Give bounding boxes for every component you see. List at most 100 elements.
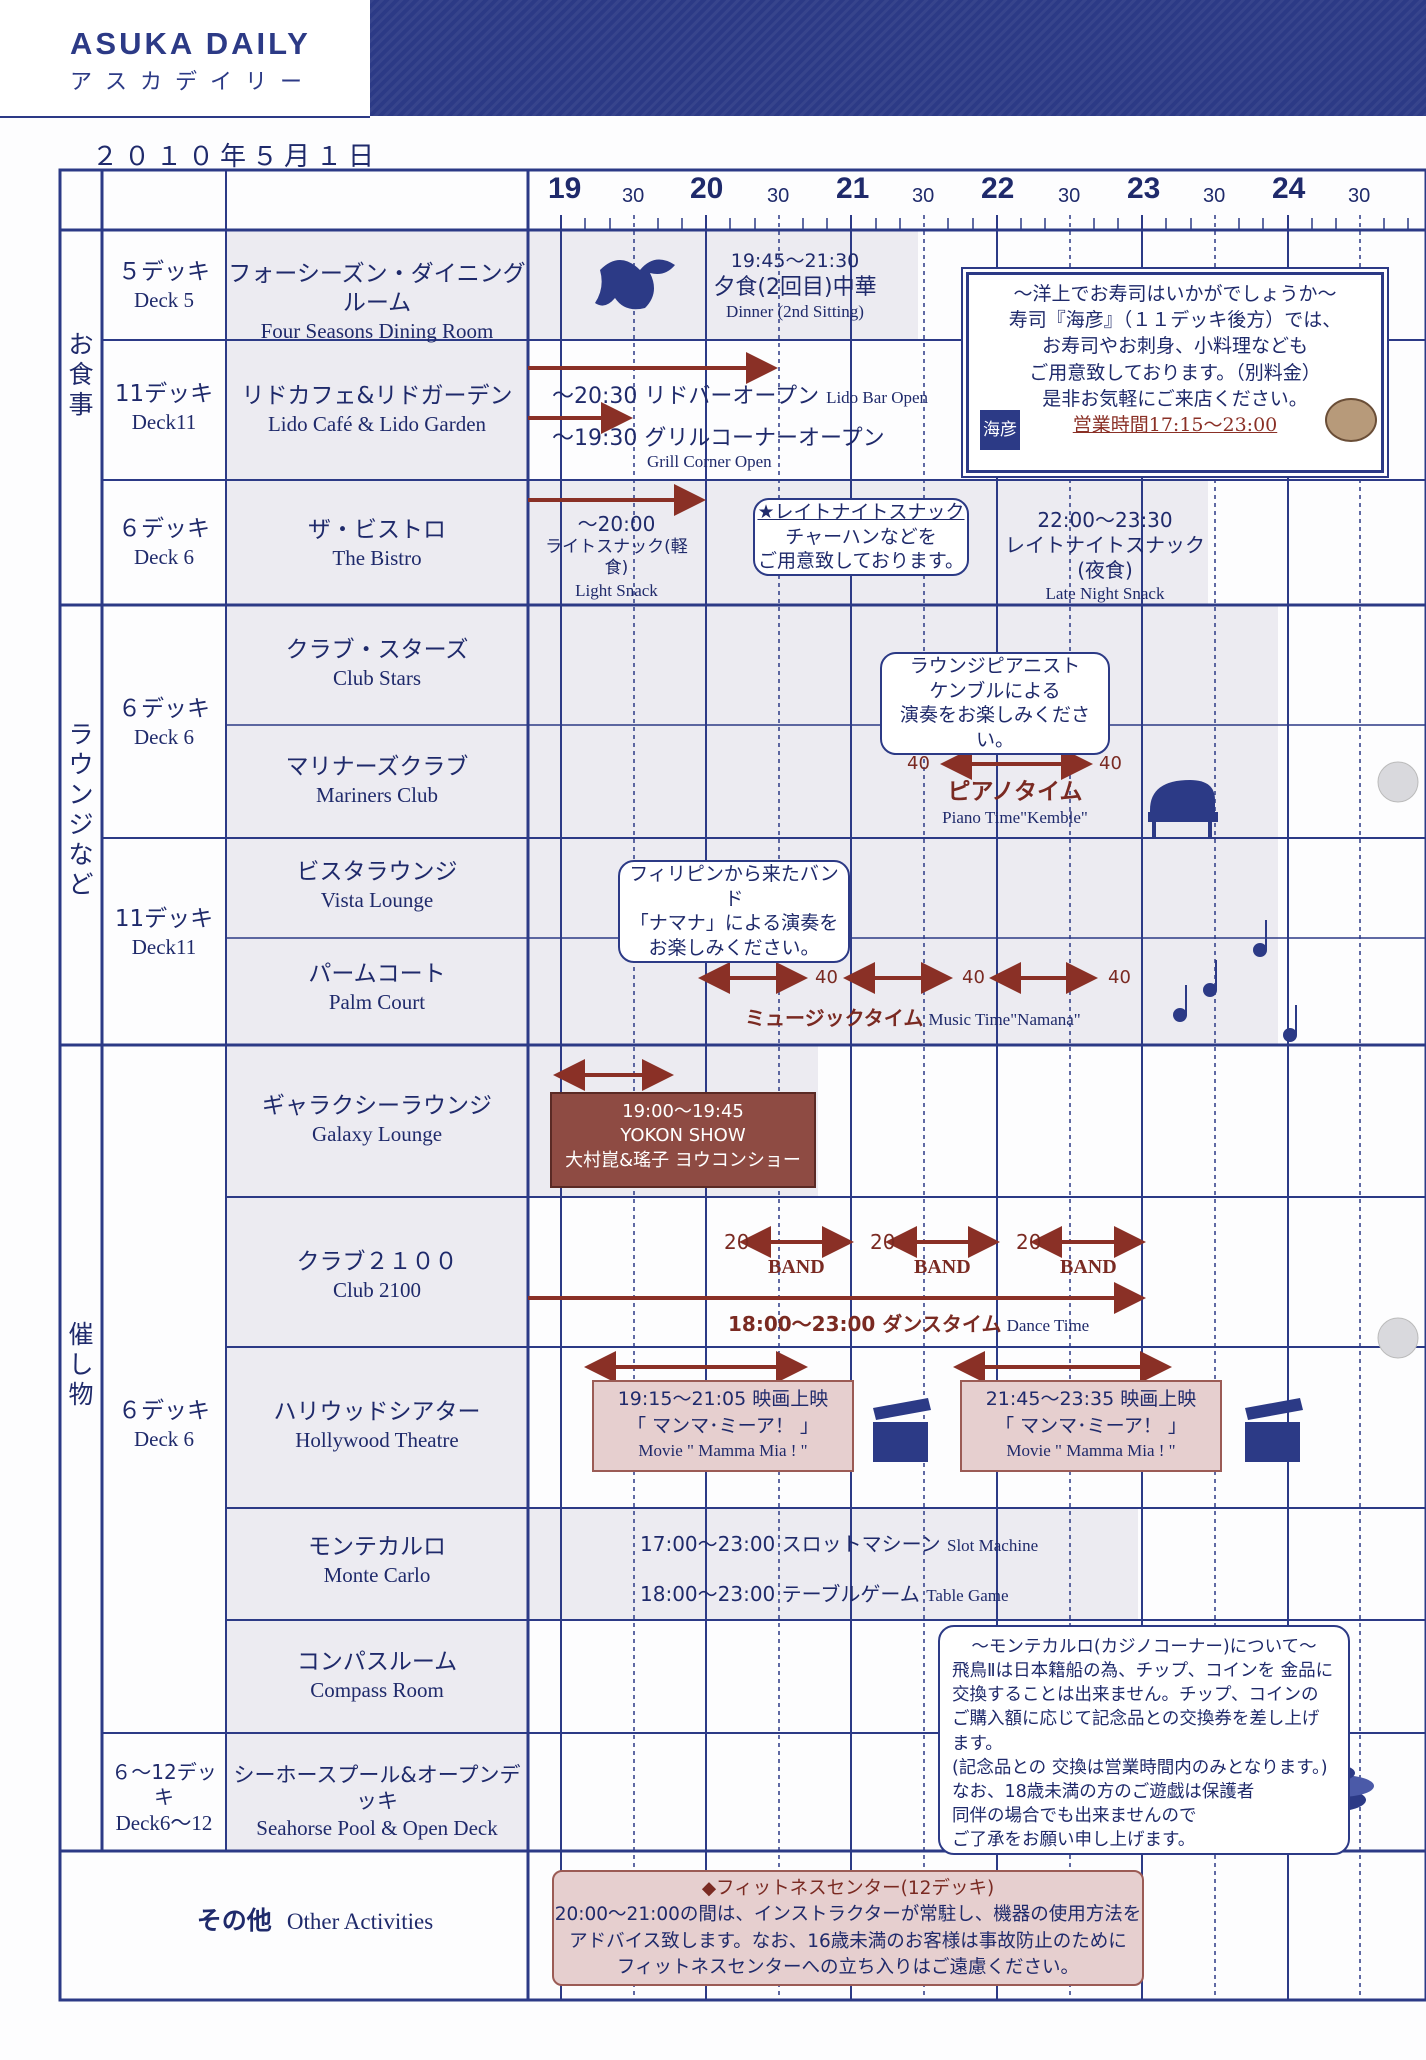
fitness-title: ◆フィットネスセンター(12デッキ) [701, 1878, 995, 1899]
venue-en: Other Activities [286, 1909, 434, 1934]
venue-jp: モンテカルロ [308, 1534, 446, 1560]
deck-en: Deck11 [131, 409, 197, 434]
venue-jp: コンパスルーム [296, 1649, 458, 1675]
deck-6-entertainment: ６デッキ Deck 6 [102, 1397, 226, 1452]
light-snack-event: ～20:00 ライトスナック(軽食) Light Snack [534, 512, 699, 601]
slot-machine-event: 17:00～23:00 スロットマシーン Slot Machine [640, 1528, 1038, 1557]
table-en: Table Game [926, 1586, 1009, 1605]
lido-bar-event: ～20:30 リドバーオープン Lido Bar Open [552, 378, 928, 410]
band-20-2: 20 [870, 1230, 896, 1254]
deck-jp: 11デッキ [114, 381, 214, 407]
casino-line: ご購入額に応じて記念品との交換券を差し上げます。 [952, 1709, 1320, 1754]
movie-time: 21:45～23:35 映画上映 [985, 1388, 1197, 1410]
deck-jp: 11デッキ [114, 906, 214, 932]
bubble-line: フィリピンから来たバンド [629, 863, 839, 910]
grill-jp: ～19:30 グリルコーナーオープン [552, 426, 885, 451]
late-time: 22:00～23:30 [1037, 508, 1173, 532]
music-40-2: 40 [962, 967, 985, 988]
venue-en: The Bistro [332, 545, 422, 570]
bubble-line: ★レイトナイトスナック [757, 501, 965, 523]
bubble-line: 「ナマナ」による演奏を [629, 912, 839, 935]
table-jp: 18:00～23:00 テーブルゲーム [640, 1582, 920, 1606]
casino-line: なお、18歳未満の方のご遊戯は保護者 [952, 1781, 1255, 1802]
venue-jp: ギャラクシーラウンジ [262, 1093, 492, 1119]
venue-en: Four Seasons Dining Room [260, 318, 494, 343]
venue-jp: ビスタラウンジ [296, 859, 458, 885]
sushi-hours: 営業時間17:15～23:00 [1072, 414, 1278, 437]
lido-bar-en: Lido Bar Open [826, 388, 929, 407]
half-2230: 30 [1058, 185, 1081, 207]
venue-jp: その他 [196, 1906, 272, 1935]
sushi-line: ～洋上でお寿司はいかがでしょうか～ [1013, 283, 1337, 305]
category-entertainment: 催し物 [68, 1320, 94, 1409]
venue-hollywood: ハリウッドシアター Hollywood Theatre [226, 1398, 528, 1453]
dance-jp: 18:00～23:00 ダンスタイム [728, 1312, 1002, 1336]
late-snack-event: 22:00～23:30 レイトナイトスナック(夜食) Late Night Sn… [995, 508, 1215, 604]
music-40-3: 40 [1108, 967, 1131, 988]
brand-kana: アスカデイリー [70, 70, 316, 95]
grill-event: ～19:30 グリルコーナーオープン Grill Corner Open [552, 420, 885, 472]
sushi-line: ご用意致しております。（別料金） [1029, 361, 1321, 384]
hour-24: 24 [1272, 172, 1306, 205]
bubble-line: ケンブルによる [929, 679, 1061, 702]
band-bubble: フィリピンから来たバンド 「ナマナ」による演奏を お楽しみください。 [618, 860, 850, 963]
band-label-3: BAND [1060, 1256, 1117, 1278]
hour-22: 22 [981, 172, 1015, 205]
slot-jp: 17:00～23:00 スロットマシーン [640, 1532, 941, 1556]
piano-jp: ピアノタイム [947, 779, 1083, 805]
venue-club-stars: クラブ・スターズ Club Stars [226, 636, 528, 691]
movie-title: 「 マンマ･ミーア！ 」 [995, 1414, 1187, 1437]
venue-monte-carlo: モンテカルロ Monte Carlo [226, 1533, 528, 1588]
piano-time-event: ピアノタイム Piano Time"Kemble" [920, 778, 1110, 828]
venue-en: Compass Room [310, 1677, 444, 1702]
deck-en: Deck 6 [133, 544, 195, 569]
dinner-event: 19:45～21:30 夕食(2回目)中華 Dinner (2nd Sittin… [700, 250, 890, 323]
venue-club2100: クラブ２１００ Club 2100 [226, 1248, 528, 1303]
clapperboard-icon-2 [1245, 1398, 1303, 1462]
page-date: ２０１０年５月１日 [92, 142, 381, 172]
bubble-line: ラウンジピアニスト [909, 655, 1081, 677]
sushi-line: 寿司『海彦』（１１デッキ後方）では、 [1008, 309, 1342, 332]
casino-title: ～モンテカルロ(カジノコーナー)について～ [971, 1637, 1317, 1657]
movie-title: 「 マンマ･ミーア！ 」 [627, 1414, 819, 1437]
half-2030: 30 [767, 185, 790, 207]
deck-11-lounges: 11デッキ Deck11 [102, 905, 226, 960]
venue-en: Vista Lounge [320, 887, 434, 912]
light-en: Light Snack [575, 580, 658, 600]
movie-time: 19:15～21:05 映画上映 [617, 1388, 829, 1410]
venue-en: Lido Café & Lido Garden [267, 411, 487, 436]
bubble-line: 演奏をお楽しみください。 [899, 704, 1090, 752]
venue-vista: ビスタラウンジ Vista Lounge [226, 858, 528, 913]
yokon-time: 19:00～19:45 [622, 1101, 744, 1122]
fitness-line: フィットネスセンターへの立ち入りはご遠慮ください。 [616, 1956, 1080, 1978]
venue-four-seasons: フォーシーズン・ダイニングルーム Four Seasons Dining Roo… [226, 260, 528, 344]
deck-jp: ５デッキ [118, 259, 210, 285]
hour-19: 19 [548, 172, 582, 205]
venue-other: その他 Other Activities [102, 1905, 528, 1937]
half-2130: 30 [912, 185, 935, 207]
venue-en: Monte Carlo [323, 1562, 431, 1587]
category-lounges: ラウンジなど [68, 720, 94, 899]
venue-en: Palm Court [328, 989, 426, 1014]
venue-bistro: ザ・ビストロ The Bistro [226, 516, 528, 571]
venue-compass: コンパスルーム Compass Room [226, 1648, 528, 1703]
sushi-line: お寿司やお刺身、小料理なども [1041, 335, 1308, 358]
music-notes-icon [1173, 920, 1297, 1042]
band-20-1: 20 [724, 1230, 750, 1254]
clapperboard-icon [873, 1398, 931, 1462]
casino-line: ご了承をお願い申し上げます。 [952, 1830, 1196, 1851]
deck-en: Deck6～12 [115, 1811, 213, 1835]
venue-jp: クラブ・スターズ [285, 637, 469, 663]
venue-en: Hollywood Theatre [295, 1427, 459, 1452]
bubble-line: お楽しみください。 [648, 937, 820, 960]
fitness-center-box: ◆フィットネスセンター(12デッキ) 20:00～21:00の間は、インストラク… [552, 1870, 1144, 1986]
venue-lido: リドカフェ&リドガーデン Lido Café & Lido Garden [226, 382, 528, 437]
lido-bar-jp: ～20:30 リドバーオープン [552, 384, 820, 409]
venue-en: Galaxy Lounge [311, 1121, 443, 1146]
table-game-event: 18:00～23:00 テーブルゲーム Table Game [640, 1578, 1009, 1607]
hour-23: 23 [1127, 172, 1161, 205]
band-20-3: 20 [1016, 1230, 1042, 1254]
deck-jp: ６～12デッキ [111, 1760, 217, 1809]
casino-line: 飛鳥Ⅱは日本籍船の為、チップ、コインを 金品に [952, 1661, 1334, 1682]
venue-palm: パームコート Palm Court [226, 960, 528, 1015]
